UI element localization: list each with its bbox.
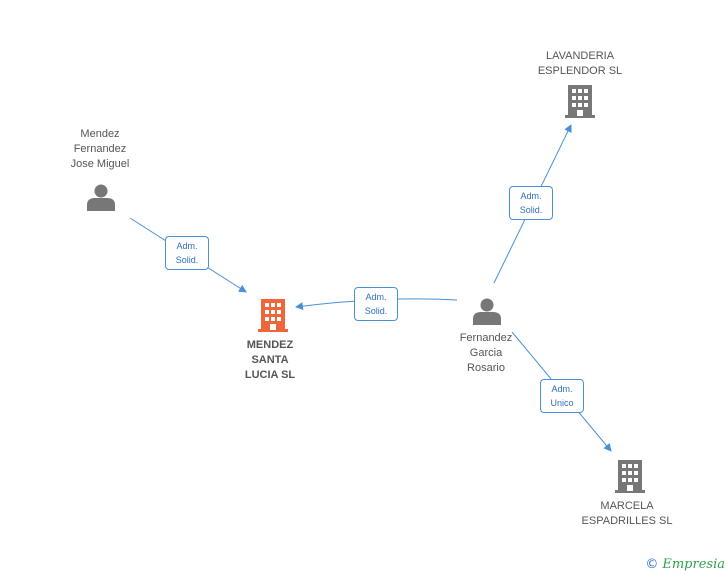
node-label-mendez-santa-lucia[interactable]: MENDEZ SANTA LUCIA SL — [244, 339, 296, 381]
edge-tag-role: Adm. — [176, 241, 198, 251]
node-label-fernandez-garcia[interactable]: Fernandez Garcia Rosario — [459, 332, 513, 374]
brand-name: Empresia — [662, 557, 725, 572]
edge-tag-kind: Solid. — [175, 255, 199, 265]
edge-tag-role: Adm. — [551, 384, 573, 394]
edge-tag-fernandez-marcela: Adm. Unico — [540, 379, 584, 413]
edge-tag-role: Adm. — [365, 292, 387, 302]
node-label-mendez-fernandez[interactable]: Mendez Fernandez Jose Miguel — [70, 128, 130, 170]
building-icon[interactable] — [615, 460, 645, 493]
building-icon[interactable] — [565, 85, 595, 118]
node-label-marcela[interactable]: MARCELA ESPADRILLES SL — [581, 500, 673, 527]
building-icon[interactable] — [258, 299, 288, 332]
empresia-brand[interactable]: ©Empresia — [645, 557, 725, 572]
edge-tag-kind: Solid. — [364, 306, 388, 316]
edge-tag-kind: Unico — [550, 398, 574, 408]
edge-tag-role: Adm. — [520, 191, 542, 201]
edge-tag-fernandez-santa-lucia: Adm. Solid. — [354, 287, 398, 321]
node-label-lavanderia[interactable]: LAVANDERIA ESPLENDOR SL — [537, 50, 623, 77]
edge-tag-fernandez-lavanderia: Adm. Solid. — [509, 186, 553, 220]
copyright-icon: © — [645, 557, 659, 572]
person-icon[interactable] — [473, 298, 501, 326]
edge-tag-kind: Solid. — [519, 205, 543, 215]
person-icon[interactable] — [87, 184, 115, 212]
edge-tag-mendez-santa-lucia: Adm. Solid. — [165, 236, 209, 270]
